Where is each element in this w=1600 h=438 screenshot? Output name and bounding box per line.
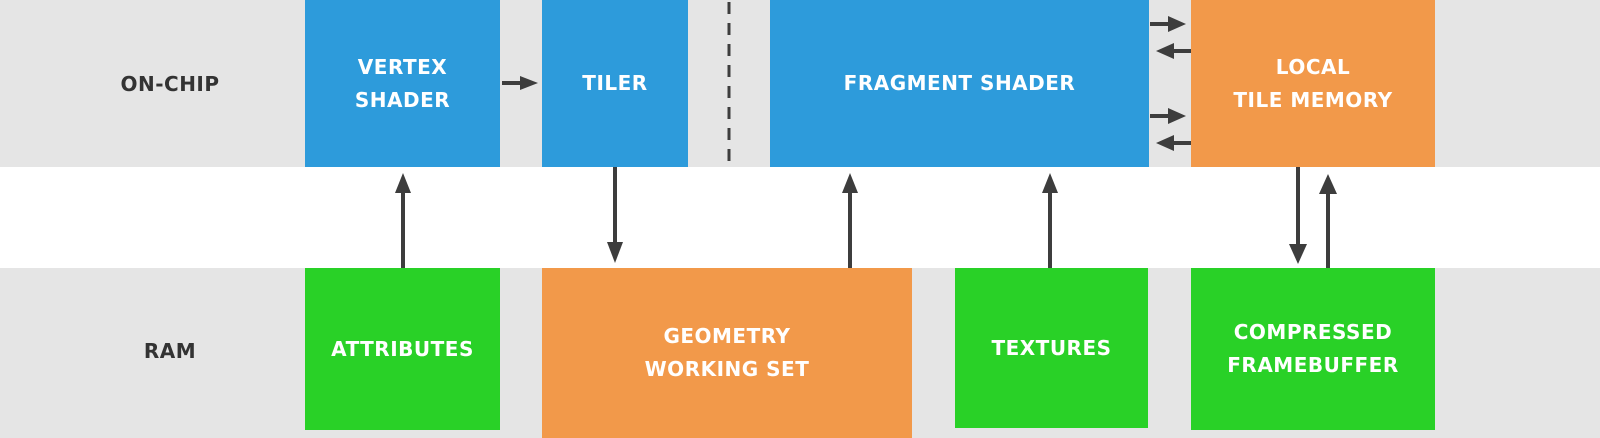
- arrow-textures-to-fragment: [1042, 173, 1058, 268]
- attributes-box: ATTRIBUTES: [305, 268, 500, 430]
- arrow-vertex-to-tiler: [502, 76, 538, 90]
- arrow-tiler-to-geometry: [607, 167, 623, 263]
- arrow-geometry-to-fragment: [842, 173, 858, 268]
- arrow-fragment-to-local-1: [1150, 16, 1186, 32]
- geometry-working-set-box: GEOMETRY WORKING SET: [542, 268, 912, 438]
- arrow-fragment-to-local-2: [1150, 108, 1186, 124]
- textures-box: TEXTURES: [955, 268, 1148, 428]
- arrow-attributes-to-vertex: [395, 173, 411, 268]
- arrow-local-to-framebuffer: [1289, 167, 1307, 264]
- tiler-box: TILER: [542, 0, 688, 167]
- on-chip-label: ON-CHIP: [120, 72, 220, 96]
- arrow-local-to-fragment-2: [1156, 135, 1191, 151]
- vertex-shader-box: VERTEX SHADER: [305, 0, 500, 167]
- compressed-framebuffer-box: COMPRESSED FRAMEBUFFER: [1191, 268, 1435, 430]
- arrow-local-to-fragment-1: [1156, 43, 1191, 59]
- ram-label: RAM: [143, 339, 197, 363]
- local-tile-memory-box: LOCAL TILE MEMORY: [1191, 0, 1435, 167]
- fragment-shader-box: FRAGMENT SHADER: [770, 0, 1149, 167]
- arrow-framebuffer-to-local: [1319, 174, 1337, 268]
